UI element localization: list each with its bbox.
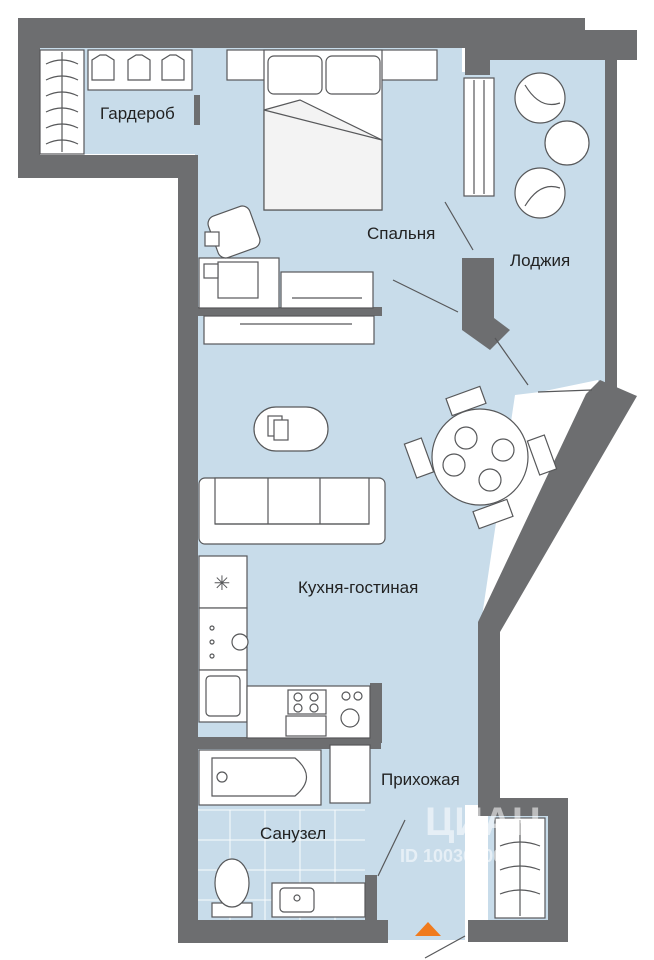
wardrobe-label: Гардероб: [100, 104, 175, 123]
watermark-id: ID 10036000: [400, 846, 504, 866]
bed-icon: [226, 49, 438, 211]
desk-icon: [198, 205, 280, 309]
bedroom-label: Спальня: [367, 224, 436, 243]
svg-text:✳: ✳: [214, 571, 231, 595]
furniture: ✳: [39, 49, 590, 919]
kitchen-living-label: Кухня-гостиная: [298, 578, 419, 597]
doors: [377, 201, 593, 959]
entrance-arrow-icon: [415, 922, 441, 936]
sink-icon: [271, 882, 366, 918]
sofa-icon: [198, 477, 386, 545]
loggia-furniture: [463, 72, 590, 219]
dining-table-icon: [403, 385, 558, 530]
toilet-icon: [211, 858, 253, 918]
wardrobe-rack-icon: [39, 49, 193, 155]
hallway-label: Прихожая: [381, 770, 460, 789]
bathroom-label: Санузел: [260, 824, 327, 843]
kitchen-unit-icon: ✳: [198, 555, 371, 739]
watermark-title: ЦИАН: [425, 800, 541, 844]
tv-icon: [203, 271, 375, 345]
loggia-label: Лоджия: [510, 251, 571, 270]
walls: [18, 18, 637, 943]
bathtub-icon: [198, 749, 322, 806]
shaft-icon: [329, 744, 371, 804]
hallway-wardrobe-icon: [494, 817, 546, 919]
coffee-table-icon: [253, 406, 329, 452]
